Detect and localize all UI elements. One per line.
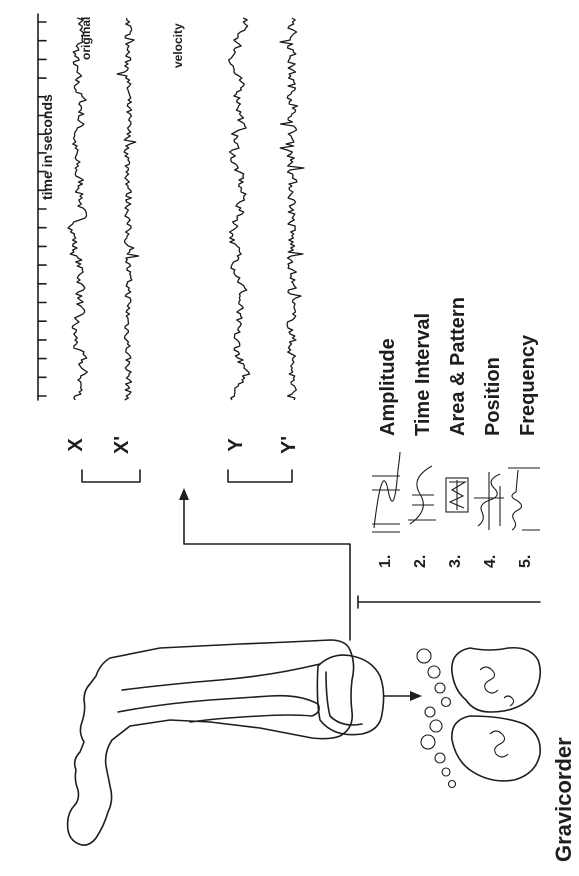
trace-x <box>68 18 87 400</box>
velocity-trace-label: velocity <box>171 23 185 68</box>
parameter-list-bracket <box>358 596 540 608</box>
parameter-number-5: 5. <box>517 555 534 568</box>
x-bracket <box>82 470 140 482</box>
parameter-number-1: 1. <box>377 555 394 568</box>
y-bracket <box>228 470 292 482</box>
amplitude-icon <box>372 452 400 532</box>
parameter-list: 1. 2. 3. 4. 5. <box>358 297 540 608</box>
trace-y-prime <box>280 18 304 400</box>
standing-person-icon <box>68 640 354 845</box>
time-axis-label: time in seconds <box>39 94 55 200</box>
platform-to-footprint-arrowhead <box>410 691 422 701</box>
parameter-name-frequency: Frequency <box>517 334 539 436</box>
time-interval-icon <box>408 466 436 524</box>
original-trace-label: original <box>79 17 93 60</box>
channel-labels: X X' Y Y' <box>65 436 300 454</box>
time-axis-ticks <box>38 22 46 396</box>
parameter-name-position: Position <box>482 357 504 436</box>
time-axis: time in seconds <box>38 14 55 400</box>
parameter-name-time-interval: Time Interval <box>412 313 434 436</box>
frequency-icon <box>508 468 540 530</box>
position-icon <box>474 472 504 530</box>
area-pattern-icon <box>446 478 468 512</box>
parameter-number-4: 4. <box>482 555 499 568</box>
channel-label-y-prime: Y' <box>278 436 300 454</box>
trace-x-prime <box>117 18 139 400</box>
footprints-icon <box>417 648 540 788</box>
channel-label-x-prime: X' <box>111 436 133 454</box>
channel-label-x: X <box>65 438 87 452</box>
parameter-number-3: 3. <box>447 555 464 568</box>
channel-label-y: Y <box>225 438 247 452</box>
trace-y <box>229 18 250 400</box>
signal-connector-arrowhead <box>179 488 189 500</box>
parameter-name-amplitude: Amplitude <box>377 338 399 436</box>
parameter-name-area-pattern: Area & Pattern <box>447 297 469 436</box>
signal-traces <box>68 18 304 400</box>
gravicorder-label: Gravicorder <box>551 737 576 862</box>
signal-connector-line <box>184 496 350 640</box>
parameter-number-2: 2. <box>412 555 429 568</box>
